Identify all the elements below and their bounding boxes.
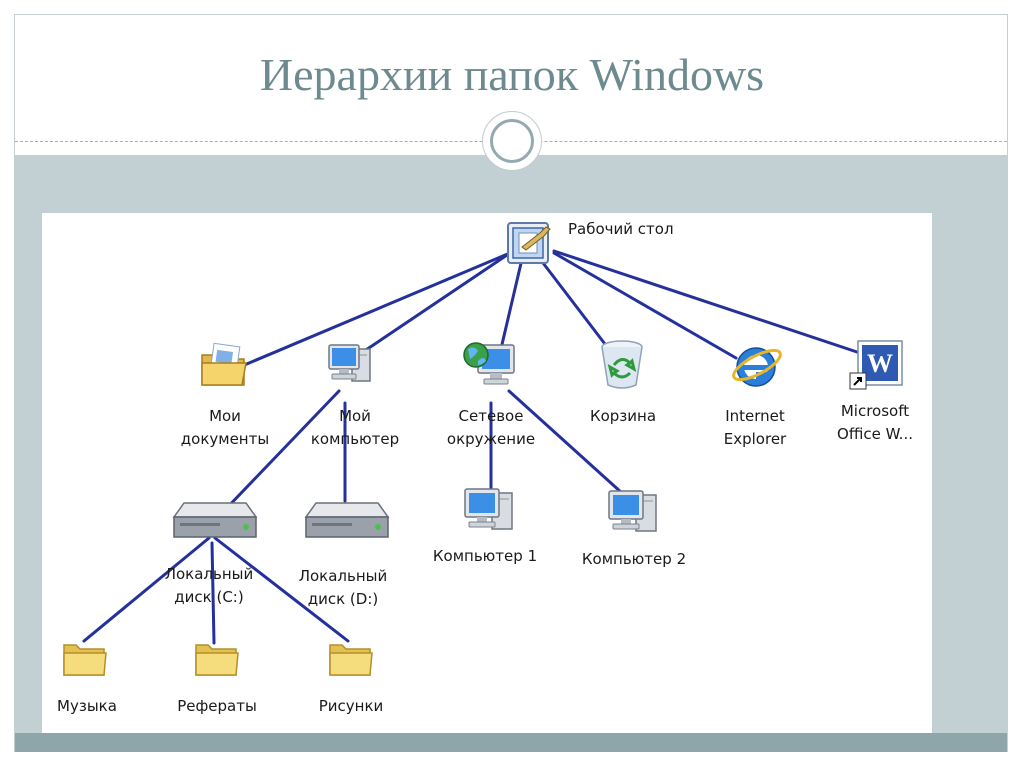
node-label-ie: Internet Explorer xyxy=(690,405,820,451)
edge-mycomp-diskc xyxy=(220,389,341,515)
folder-hierarchy-diagram: Рабочий стол Мои документы Мой компьютер… xyxy=(42,213,932,733)
edge-desktop-recycle xyxy=(538,257,610,350)
node-label-msoffice: Microsoft Office W... xyxy=(810,400,940,446)
label-line: Мой xyxy=(339,407,371,425)
internet-explorer-icon[interactable] xyxy=(730,339,784,393)
word-shortcut-icon[interactable]: W xyxy=(848,337,908,395)
label-line: Microsoft xyxy=(840,402,910,420)
edge-desktop-network xyxy=(498,257,524,355)
label-line: окружение xyxy=(446,430,536,448)
hierarchy-links xyxy=(82,249,862,645)
edge-network-comp2 xyxy=(507,389,624,495)
folder-icon[interactable] xyxy=(194,637,240,679)
label-line: Internet xyxy=(725,407,785,425)
node-label-recycle: Корзина xyxy=(589,407,657,425)
node-label-comp1: Компьютер 1 xyxy=(432,547,538,565)
computer-icon[interactable] xyxy=(462,485,518,539)
label-line: Explorer xyxy=(723,430,787,448)
label-line: Локальный xyxy=(164,565,254,583)
edge-diskc-essays xyxy=(210,541,216,645)
node-label-diskc: Локальный диск (C:) xyxy=(144,563,274,609)
node-label-mydocs: Мои документы xyxy=(160,405,290,451)
label-line: документы xyxy=(180,430,270,448)
folder-icon[interactable] xyxy=(62,637,108,679)
bottom-bar xyxy=(15,733,1007,752)
label-line: Локальный xyxy=(298,567,388,585)
label-line: диск (D:) xyxy=(307,590,379,608)
edge-desktop-msoffice xyxy=(552,249,862,355)
computer-icon[interactable] xyxy=(326,341,376,393)
hard-drive-icon[interactable] xyxy=(304,499,390,543)
node-label-diskd: Локальный диск (D:) xyxy=(278,565,408,611)
node-label-pictures: Рисунки xyxy=(318,697,384,715)
label-line: Office W... xyxy=(837,425,913,443)
network-icon[interactable] xyxy=(462,339,520,395)
slide-title: Иерархии папок Windows xyxy=(259,49,765,100)
edge-desktop-mycomp xyxy=(352,251,512,360)
edge-desktop-ie xyxy=(552,251,738,360)
node-label-music: Музыка xyxy=(57,697,117,715)
folder-icon[interactable] xyxy=(328,637,374,679)
edge-diskc-pictures xyxy=(213,536,350,643)
recycle-bin-icon[interactable] xyxy=(596,337,648,391)
edge-diskc-music xyxy=(82,536,211,643)
folder-documents-icon[interactable] xyxy=(200,341,250,389)
label-line: Сетевое xyxy=(458,407,524,425)
node-label-comp2: Компьютер 2 xyxy=(581,550,687,568)
label-line: Мои xyxy=(209,407,241,425)
node-label-mycomp: Мой компьютер xyxy=(290,405,420,451)
svg-text:W: W xyxy=(867,349,893,378)
circle-ornament-icon xyxy=(482,111,542,171)
node-label-desktop: Рабочий стол xyxy=(568,220,674,238)
label-line: компьютер xyxy=(310,430,400,448)
hard-drive-icon[interactable] xyxy=(172,499,258,543)
desktop-icon[interactable] xyxy=(506,219,554,267)
label-line: диск (C:) xyxy=(174,588,244,606)
edge-desktop-mydocs xyxy=(240,251,512,368)
computer-icon[interactable] xyxy=(606,487,662,541)
node-label-essays: Рефераты xyxy=(177,697,257,715)
node-label-network: Сетевое окружение xyxy=(426,405,556,451)
